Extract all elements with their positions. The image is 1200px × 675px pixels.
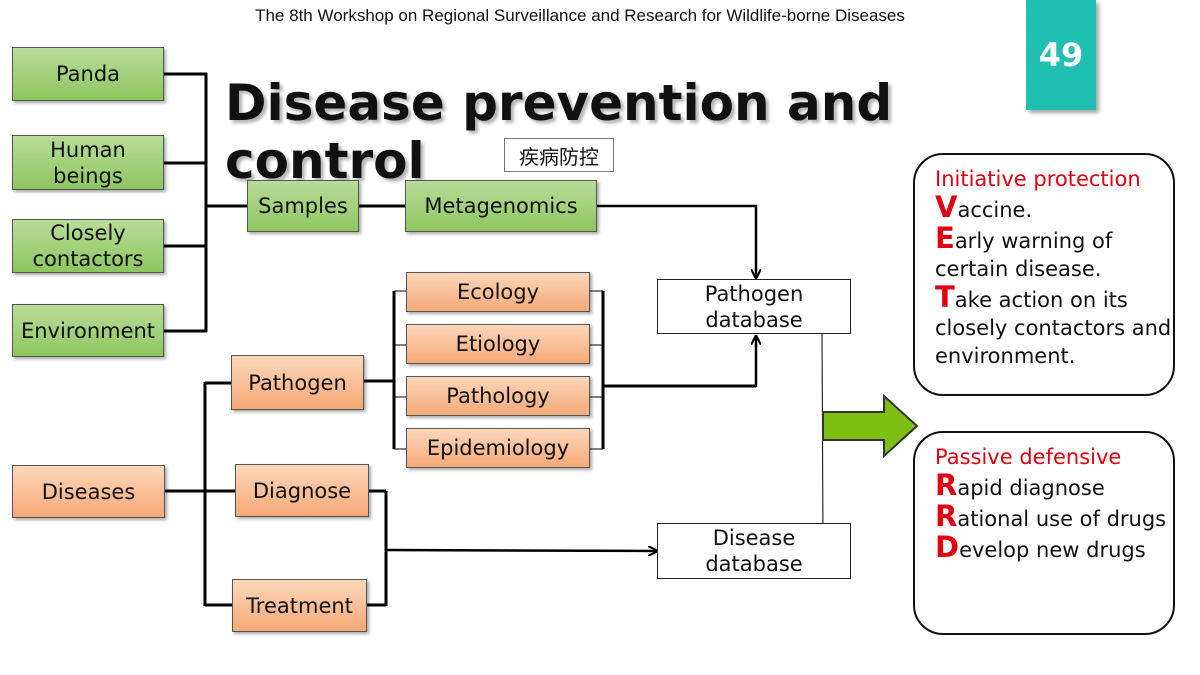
panda-box: Panda — [12, 47, 164, 101]
passive-defensive-panel: Passive defensive Rapid diagnose Rationa… — [913, 431, 1175, 635]
passive-item-rapid-diagnose: Rapid diagnose — [935, 468, 1105, 502]
big-green-arrow — [822, 393, 919, 459]
initiative-item-vaccine: Vaccine. — [935, 190, 1033, 224]
environment-box: Environment — [12, 304, 164, 357]
initiative-heading: Initiative protection — [935, 167, 1141, 191]
page-number-badge: 49 — [1026, 0, 1096, 110]
initiative-item-take-action: Take action on its closely contactors an… — [935, 280, 1172, 369]
treatment-box: Treatment — [232, 579, 367, 632]
pathogen-database-box: Pathogen database — [657, 279, 851, 334]
initiative-item-early-warning: Early warning of certain disease. — [935, 221, 1113, 282]
pathology-box: Pathology — [406, 376, 590, 416]
chinese-subtitle: 疾病防控 — [504, 138, 614, 172]
ecology-box: Ecology — [406, 272, 590, 312]
epidemiology-box: Epidemiology — [406, 428, 590, 468]
diagnose-box: Diagnose — [235, 464, 369, 517]
workshop-header: The 8th Workshop on Regional Surveillanc… — [255, 6, 905, 25]
human-beings-box: Human beings — [12, 135, 164, 190]
disease-database-box: Disease database — [657, 523, 851, 579]
passive-item-rational-use: Rational use of drugs — [935, 499, 1167, 533]
initiative-protection-panel: Initiative protection Vaccine. Early war… — [913, 153, 1175, 396]
closely-contactors-box: Closely contactors — [12, 219, 164, 273]
samples-box: Samples — [247, 180, 359, 232]
metagenomics-box: Metagenomics — [405, 180, 597, 232]
passive-heading: Passive defensive — [935, 445, 1122, 469]
pathogen-box: Pathogen — [231, 355, 364, 410]
arrow-metagenomics-to-pathogen-db — [597, 204, 756, 278]
passive-item-develop-drugs: Develop new drugs — [935, 530, 1146, 564]
diseases-box: Diseases — [12, 465, 165, 518]
etiology-box: Etiology — [406, 324, 590, 364]
arrow-to-disease-db — [385, 550, 657, 551]
